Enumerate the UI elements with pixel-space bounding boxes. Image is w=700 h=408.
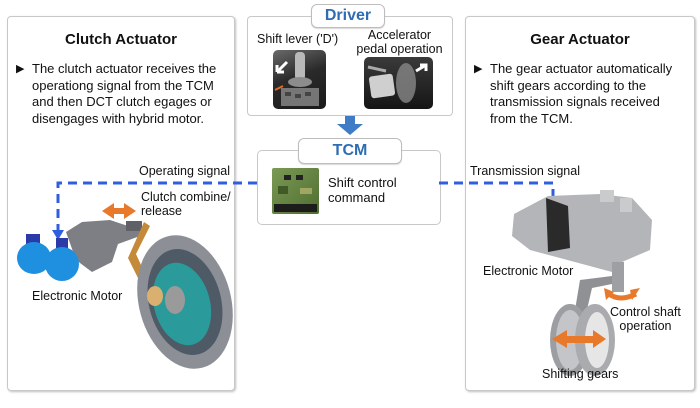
shift-lever-illustration bbox=[274, 52, 319, 106]
clutch-electronic-motor-label: Electronic Motor bbox=[32, 289, 123, 303]
triangle-right-icon: ▶ bbox=[16, 63, 25, 75]
gear-electronic-motor-label: Electronic Motor bbox=[483, 264, 574, 278]
circuit-board-illustration bbox=[274, 175, 317, 212]
clutch-actuator-description: ▶ The clutch actuator receives the opera… bbox=[16, 61, 217, 126]
operating-signal-line bbox=[56, 181, 257, 232]
clutch-combine-release-label: Clutch combine/ release bbox=[141, 190, 231, 218]
shift-lever-label: Shift lever ('D') bbox=[257, 32, 339, 46]
double-arrow-icon bbox=[102, 203, 136, 219]
shifting-gears-label: Shifting gears bbox=[542, 367, 619, 381]
accelerator-pedal-photo bbox=[364, 57, 433, 109]
gear-actuator-description: ▶ The gear actuator automatically shift … bbox=[474, 61, 673, 126]
down-arrow-icon bbox=[337, 116, 363, 135]
operating-signal-arrowhead bbox=[52, 230, 64, 240]
driver-tab: Driver bbox=[311, 4, 385, 28]
tcm-tab: TCM bbox=[298, 138, 402, 164]
shift-control-command-label: Shift control command bbox=[328, 175, 397, 205]
accelerator-pedal-illustration bbox=[367, 63, 428, 103]
control-shaft-operation-label: Control shaft operation bbox=[610, 305, 681, 333]
rotate-arrow-icon bbox=[604, 288, 640, 301]
clutch-actuator-panel: Clutch Actuator ▶ The clutch actuator re… bbox=[7, 16, 235, 391]
shift-lever-photo bbox=[273, 50, 326, 109]
double-arrow-icon bbox=[552, 330, 606, 348]
transmission-signal-line bbox=[439, 181, 555, 197]
tcm-circuit-board-photo bbox=[272, 168, 319, 214]
operating-signal-label: Operating signal bbox=[139, 164, 231, 178]
transmission-signal-label: Transmission signal bbox=[470, 164, 580, 178]
clutch-actuator-title: Clutch Actuator bbox=[65, 31, 177, 48]
electronic-motor-icon bbox=[17, 234, 79, 281]
triangle-right-icon: ▶ bbox=[474, 63, 483, 75]
accelerator-label: Accelerator pedal operation bbox=[356, 28, 443, 56]
gear-actuator-title: Gear Actuator bbox=[530, 31, 630, 48]
